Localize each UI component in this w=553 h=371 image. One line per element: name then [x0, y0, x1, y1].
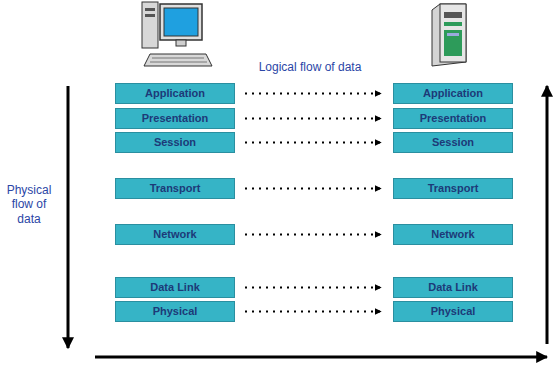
- logical-flow-arrow: [245, 287, 381, 289]
- layer-box: Data Link: [115, 277, 235, 298]
- layer-box: Application: [393, 83, 513, 104]
- layer-box: Physical: [393, 301, 513, 322]
- layer-box: Presentation: [393, 108, 513, 129]
- physical-flow-arrow: [67, 86, 70, 348]
- physical-flow-arrow: [546, 86, 549, 344]
- layer-box: Transport: [393, 178, 513, 199]
- layer-name: Application: [419, 87, 487, 99]
- logical-flow-arrow: [245, 234, 381, 236]
- layer-name: Network: [149, 228, 200, 240]
- layer-box: Transport: [115, 178, 235, 199]
- layer-box: Session: [115, 132, 235, 153]
- server-icon: [432, 4, 466, 66]
- layer-name: Application: [141, 87, 209, 99]
- layer-box: Application: [115, 83, 235, 104]
- layer-name: Presentation: [138, 112, 213, 124]
- logical-flow-arrow: [245, 188, 381, 190]
- flow-label: Physical flow of data: [2, 183, 56, 226]
- layer-box: Data Link: [393, 277, 513, 298]
- layer-name: Transport: [424, 182, 483, 194]
- layer-name: Data Link: [424, 281, 482, 293]
- layer-name: Presentation: [416, 112, 491, 124]
- layer-name: Physical: [149, 305, 202, 317]
- logical-flow-arrow: [245, 118, 381, 120]
- layer-box: Session: [393, 132, 513, 153]
- logical-flow-arrow: [245, 93, 381, 95]
- flow-label: Logical flow of data: [230, 60, 390, 74]
- physical-flow-arrow: [95, 356, 547, 359]
- logical-flow-arrow: [245, 142, 381, 144]
- layer-name: Session: [428, 136, 478, 148]
- layer-name: Data Link: [146, 281, 204, 293]
- layer-box: Physical: [115, 301, 235, 322]
- layer-box: Network: [115, 224, 235, 245]
- computer-icon: [142, 2, 212, 66]
- layer-name: Physical: [427, 305, 480, 317]
- layer-name: Network: [427, 228, 478, 240]
- layer-name: Transport: [146, 182, 205, 194]
- logical-flow-arrow: [245, 311, 381, 313]
- layer-box: Network: [393, 224, 513, 245]
- layer-name: Session: [150, 136, 200, 148]
- layer-box: Presentation: [115, 108, 235, 129]
